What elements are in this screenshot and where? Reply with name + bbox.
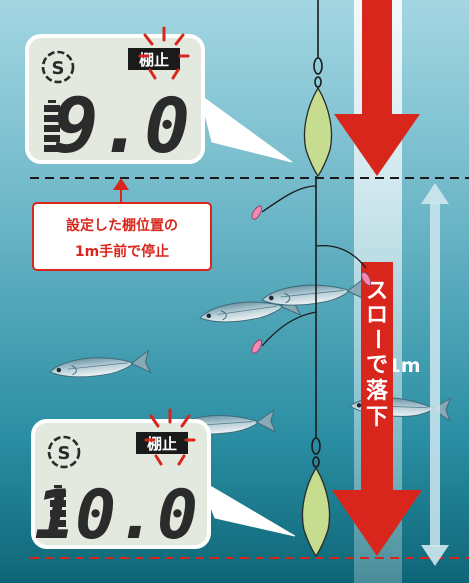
stop-badge xyxy=(136,432,188,454)
depth-readout: 9.0 xyxy=(53,81,190,170)
display-bottom: S 棚止 10.0 xyxy=(31,408,296,555)
stop-badge xyxy=(128,48,180,70)
mode-glyph: S xyxy=(52,58,65,79)
slow-fall-char: ー xyxy=(364,328,389,350)
callout-line1: 設定した棚位置の xyxy=(66,217,178,234)
down-arrow-icon xyxy=(332,262,422,556)
battery-icon xyxy=(50,485,66,537)
mode-glyph: S xyxy=(58,443,71,464)
slow-fall-char: 下 xyxy=(366,405,388,430)
depth-readout: 10.0 xyxy=(34,476,198,555)
stop-label: 棚止 xyxy=(139,51,169,69)
battery-icon xyxy=(44,100,60,152)
callout-box xyxy=(32,202,212,271)
display-top: S 棚止 9.0 xyxy=(25,26,293,170)
slow-fall-char: ス xyxy=(366,279,388,304)
sinker-icon xyxy=(301,466,331,558)
callout-line2: 1m手前で停止 xyxy=(75,243,169,260)
branch-lines xyxy=(261,185,367,347)
slow-fall-label: ス ロ ー で 落 下 xyxy=(364,279,389,430)
stop-label: 棚止 xyxy=(147,435,177,453)
slow-fall-char: で xyxy=(366,353,388,378)
down-arrow-icon xyxy=(334,0,420,176)
mode-s-icon: S xyxy=(41,50,75,84)
stop-callout: 設定した棚位置の 1m手前で停止 xyxy=(32,178,212,271)
sparkle-icon xyxy=(144,408,196,466)
mode-s-icon: S xyxy=(47,435,81,469)
distance-label: 1m xyxy=(387,355,420,377)
slow-fall-char: 落 xyxy=(366,379,389,404)
sinker-icon xyxy=(303,86,333,178)
sparkle-icon xyxy=(138,26,190,80)
slow-fall-char: ロ xyxy=(366,303,388,328)
double-arrow-icon xyxy=(421,183,449,566)
